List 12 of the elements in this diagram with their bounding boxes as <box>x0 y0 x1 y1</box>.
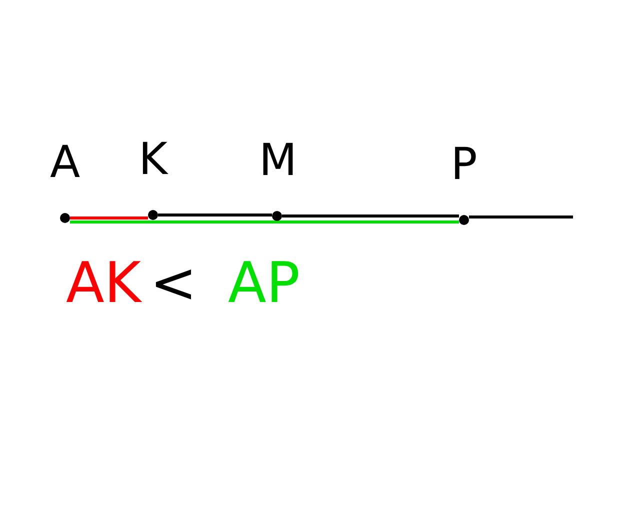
segment-comparison-text: < <box>150 252 197 316</box>
point-label: K <box>138 134 170 186</box>
segment-line <box>282 214 459 218</box>
point-label: P <box>450 139 478 191</box>
segment-line <box>70 220 459 224</box>
segment-line <box>158 214 272 216</box>
segment-comparison-text: AK <box>66 252 142 316</box>
segment-comparison-text: AP <box>228 252 300 316</box>
point-label: A <box>48 137 82 189</box>
point-label: M <box>259 135 295 187</box>
segment-line <box>70 216 148 220</box>
ray-line <box>469 216 573 218</box>
